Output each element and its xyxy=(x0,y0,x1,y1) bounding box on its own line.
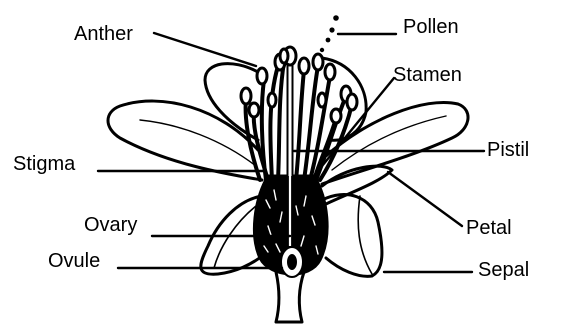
ovule-core xyxy=(287,254,297,270)
label-pollen: Pollen xyxy=(403,16,459,38)
petal-left xyxy=(108,101,262,180)
label-stigma: Stigma xyxy=(13,153,76,175)
leader-petal xyxy=(388,172,462,226)
flower-illustration xyxy=(108,15,468,322)
label-ovary: Ovary xyxy=(84,214,137,236)
label-sepal: Sepal xyxy=(478,259,529,281)
pollen-grains xyxy=(320,15,339,52)
label-anther: Anther xyxy=(74,23,133,45)
label-pistil: Pistil xyxy=(487,139,529,161)
label-stamen: Stamen xyxy=(393,64,462,86)
sepal-right xyxy=(322,195,382,277)
stem xyxy=(276,272,304,322)
label-ovule: Ovule xyxy=(48,250,100,272)
label-petal: Petal xyxy=(466,217,512,239)
leader-anther xyxy=(154,33,256,66)
